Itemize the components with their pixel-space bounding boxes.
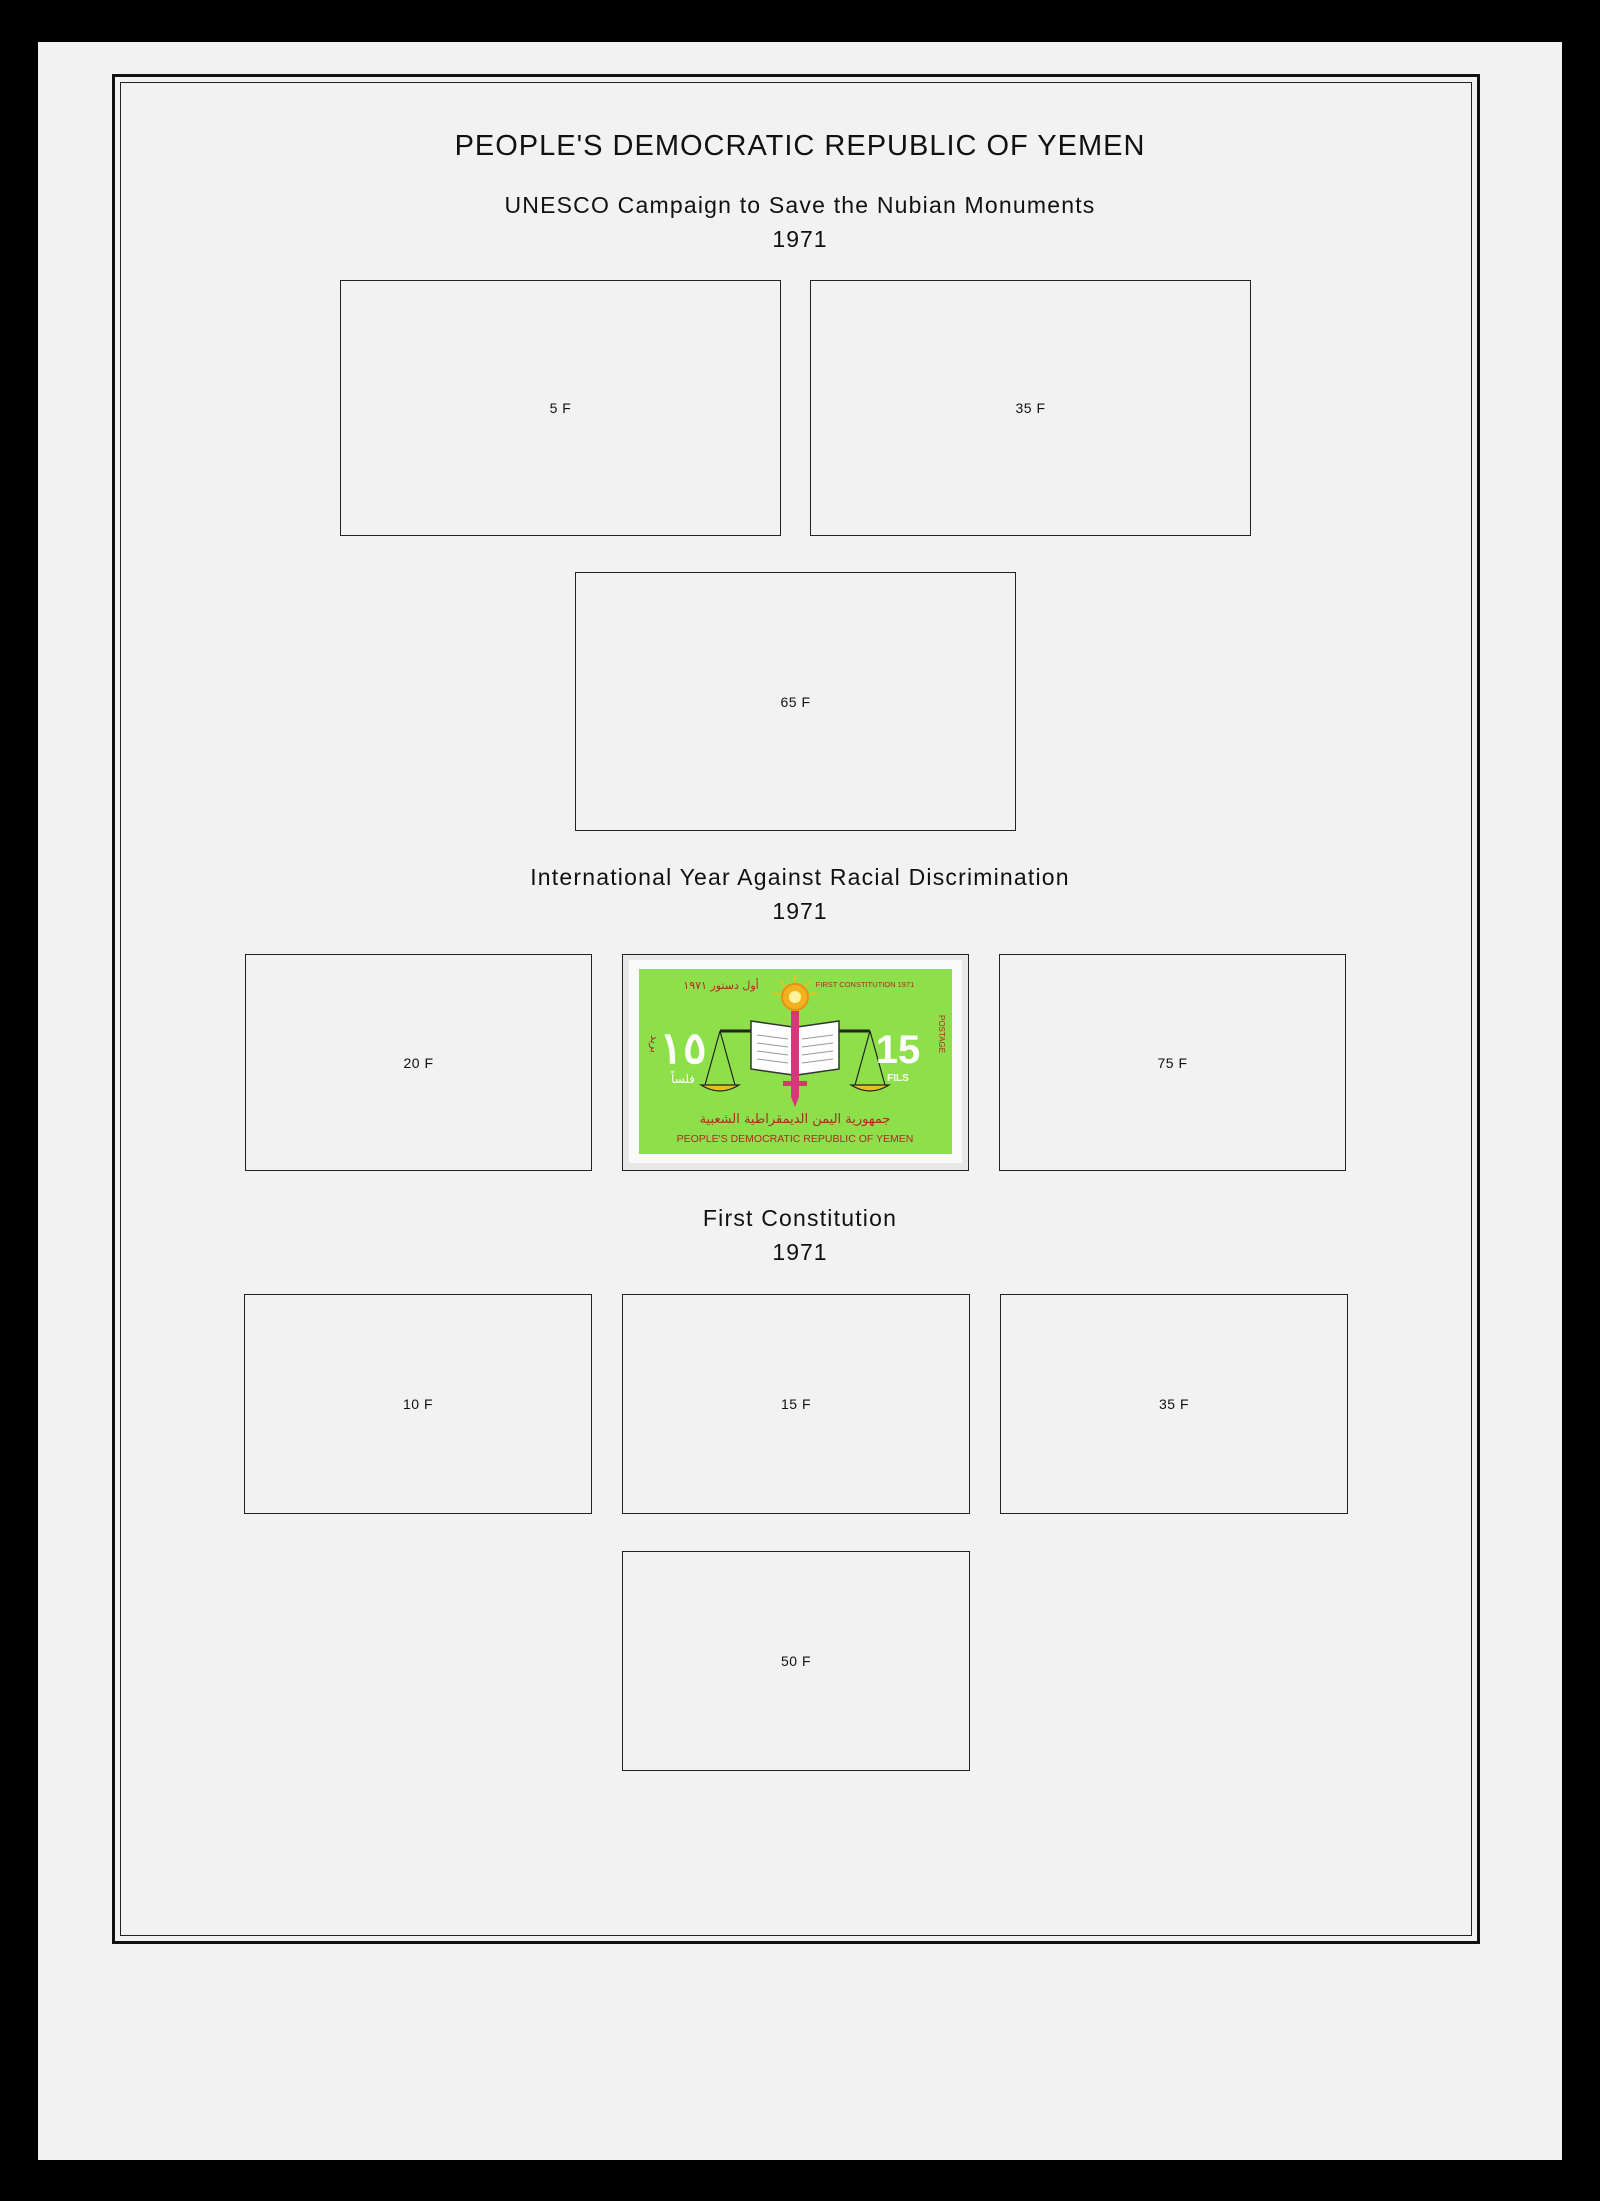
stamp-space-label: 10 F bbox=[402, 1396, 433, 1412]
section-title-first-constitution: First Constitution bbox=[702, 1205, 898, 1231]
stamp-space-label: 15 F bbox=[780, 1396, 811, 1412]
stamp-arabic-top: أول دستور ١٩٧١ bbox=[683, 978, 758, 992]
page-border-inner bbox=[120, 82, 1472, 1936]
stamp-space[interactable]: 65 F bbox=[575, 572, 1016, 831]
stamp-space[interactable]: 15 F bbox=[622, 1294, 970, 1514]
section-year-first-constitution: 1971 bbox=[772, 1239, 828, 1265]
stamp-space-label: 75 F bbox=[1157, 1054, 1188, 1071]
stamp-space[interactable]: 35 F bbox=[810, 280, 1251, 536]
mounted-stamp[interactable]: ١٥ 15 FILS فلساً FIRST CONSTITUTION 1971… bbox=[622, 954, 969, 1171]
stamp-space-label: 35 F bbox=[1158, 1396, 1189, 1412]
stamp-value: 15 bbox=[876, 1028, 921, 1072]
section-title-unesco: UNESCO Campaign to Save the Nubian Monum… bbox=[504, 192, 1096, 218]
section-year-racial-discrimination: 1971 bbox=[772, 898, 828, 924]
stamp-space[interactable]: 35 F bbox=[1000, 1294, 1348, 1514]
stamp-space-label: 35 F bbox=[1015, 400, 1046, 416]
stamp-space-label: 20 F bbox=[403, 1054, 434, 1071]
section-year-unesco: 1971 bbox=[772, 226, 828, 252]
stamp-country: PEOPLE'S DEMOCRATIC REPUBLIC OF YEMEN bbox=[677, 1133, 914, 1145]
stamp-unit: FILS bbox=[887, 1073, 909, 1084]
stamp-side-text-arabic: بريد bbox=[648, 1035, 661, 1053]
page-title: PEOPLE'S DEMOCRATIC REPUBLIC OF YEMEN bbox=[454, 130, 1146, 162]
stamp-space-label: 5 F bbox=[549, 400, 572, 416]
album-page: PEOPLE'S DEMOCRATIC REPUBLIC OF YEMEN UN… bbox=[38, 42, 1562, 2160]
stamp-space-label: 50 F bbox=[780, 1653, 811, 1669]
stamp-space[interactable]: 75 F bbox=[999, 954, 1346, 1171]
stamp-space[interactable]: 5 F bbox=[340, 280, 781, 536]
page-border-outer bbox=[112, 74, 1480, 1944]
stamp-value-arabic: ١٥ bbox=[659, 1024, 706, 1073]
stamp-space-label: 65 F bbox=[780, 693, 811, 710]
stamp-image: ١٥ 15 FILS فلساً FIRST CONSTITUTION 1971… bbox=[629, 960, 962, 1163]
stamp-space[interactable]: 20 F bbox=[245, 954, 592, 1171]
stamp-space[interactable]: 10 F bbox=[244, 1294, 592, 1514]
stamp-side-text: POSTAGE bbox=[937, 1015, 946, 1053]
stamp-unit-arabic: فلساً bbox=[671, 1070, 695, 1086]
stamp-top-caption: FIRST CONSTITUTION 1971 bbox=[816, 980, 915, 989]
section-title-racial-discrimination: International Year Against Racial Discri… bbox=[530, 864, 1070, 890]
stamp-arabic-country: جمهورية اليمن الديمقراطية الشعبية bbox=[700, 1112, 891, 1127]
stamp-space[interactable]: 50 F bbox=[622, 1551, 970, 1771]
